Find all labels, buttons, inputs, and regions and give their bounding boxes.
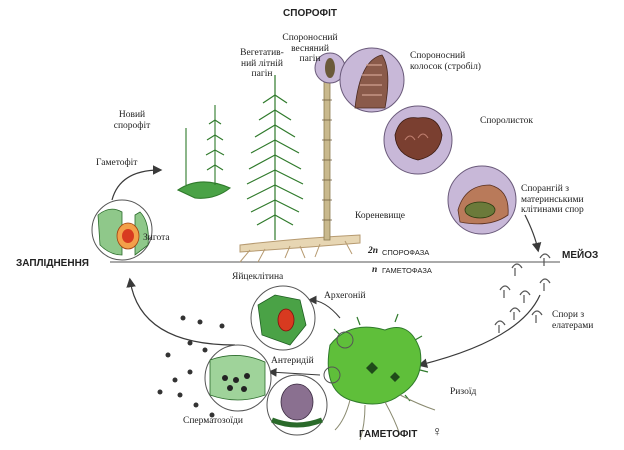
cycle-arrow-archegonium: [307, 295, 341, 319]
gametophyte-archegonium-marker: [336, 331, 354, 349]
label-meiosis: МЕЙОЗ: [562, 250, 599, 261]
spore-bearing-shoot: [319, 57, 335, 241]
label-sporophyll: Споролисток: [480, 116, 533, 126]
cycle-arrow-zygote-to-gametophyte: [111, 165, 163, 201]
label-sporophase-ploidy: 2n: [368, 246, 379, 256]
label-archegonium: Архегоній: [324, 291, 366, 301]
cycle-arrow-antheridium: [267, 368, 321, 377]
zygote-magnified: [91, 199, 153, 261]
gametophyte-antheridium-marker: [323, 366, 341, 384]
label-sporophase: СПОРОФАЗА: [382, 248, 430, 257]
sporophyll-magnified: [383, 105, 453, 175]
new-sporophyte-plant: [176, 105, 232, 199]
antheridium-magnified-left: [204, 344, 272, 412]
label-zygote: Зигота: [143, 233, 170, 243]
label-rhizome: Кореневище: [355, 211, 405, 221]
label-antheridium: Антеридій: [271, 356, 314, 366]
cycle-arrow-to-fertilization: [126, 277, 236, 346]
female-symbol: ♀: [432, 425, 443, 440]
archegonium-magnified: [250, 285, 316, 351]
label-egg-cell: Яйцеклітина: [232, 272, 284, 282]
spores-with-elaters: [494, 253, 551, 333]
spermatozoids: [157, 315, 225, 418]
label-fertilization: ЗАПЛІДНЕННЯ: [16, 258, 89, 269]
label-gametophase-ploidy: n: [372, 265, 378, 275]
label-gametophase: ГАМЕТОФАЗА: [382, 266, 432, 275]
antheridium-magnified-right: [266, 374, 328, 436]
label-spermatozoids: Сперматозоїди: [183, 416, 243, 426]
strobilus-magnified: [339, 47, 405, 113]
cycle-arrow-sporangium-to-meiosis: [524, 214, 542, 253]
vegetative-shoot: [246, 75, 304, 240]
sporangium-magnified: [447, 165, 517, 235]
label-gametophyte-bottom: ГАМЕТОФІТ: [359, 429, 418, 440]
strobilus-small: [325, 58, 335, 78]
label-gametophyte-top: Гаметофіт: [96, 158, 138, 168]
sporophyte-title: СПОРОФІТ: [283, 8, 337, 19]
rhizome: [239, 234, 361, 263]
cycle-arrow-spores-to-gametophyte: [417, 294, 541, 368]
gametophyte-bottom-plant: [327, 313, 436, 441]
label-rhizoid: Ризоїд: [450, 387, 477, 397]
